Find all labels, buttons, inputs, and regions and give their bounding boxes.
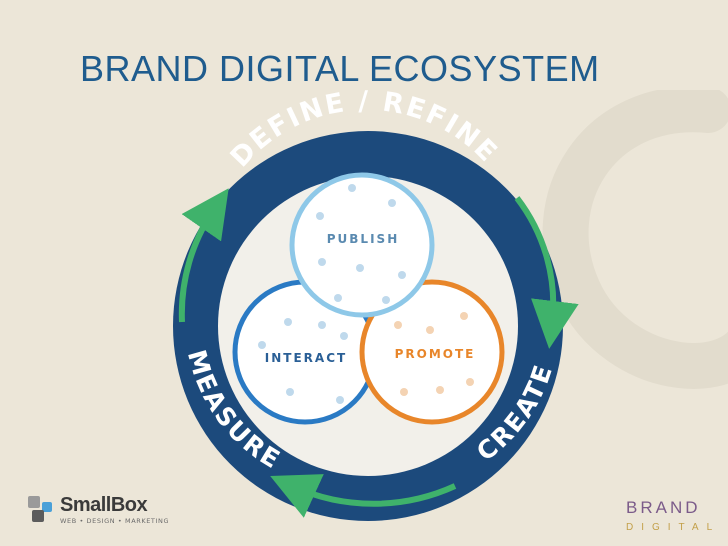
brand-mark: BRAND DIGITAL EC [626, 498, 728, 533]
smallbox-logo-icon [28, 496, 52, 522]
interact-label: INTERACT [265, 351, 347, 365]
promote-dots [394, 312, 474, 396]
arrow-create-to-measure [270, 474, 457, 518]
interact-dots [258, 318, 348, 404]
page-title: BRAND DIGITAL ECOSYSTEM [80, 48, 600, 89]
brand-subtitle: DIGITAL EC [626, 522, 728, 533]
arrow-measure-to-define [178, 188, 229, 323]
background-swirl [542, 90, 728, 389]
logo-tagline: WEB • DESIGN • MARKETING [60, 517, 170, 525]
brand-word: BRAND [626, 498, 701, 517]
publish-circle [289, 172, 435, 318]
publish-dots [316, 184, 406, 304]
promote-label: PROMOTE [395, 347, 476, 361]
arrow-refine-to-create [514, 196, 579, 349]
publish-label: PUBLISH [327, 232, 399, 246]
logo-name: SmallBox [60, 494, 148, 516]
